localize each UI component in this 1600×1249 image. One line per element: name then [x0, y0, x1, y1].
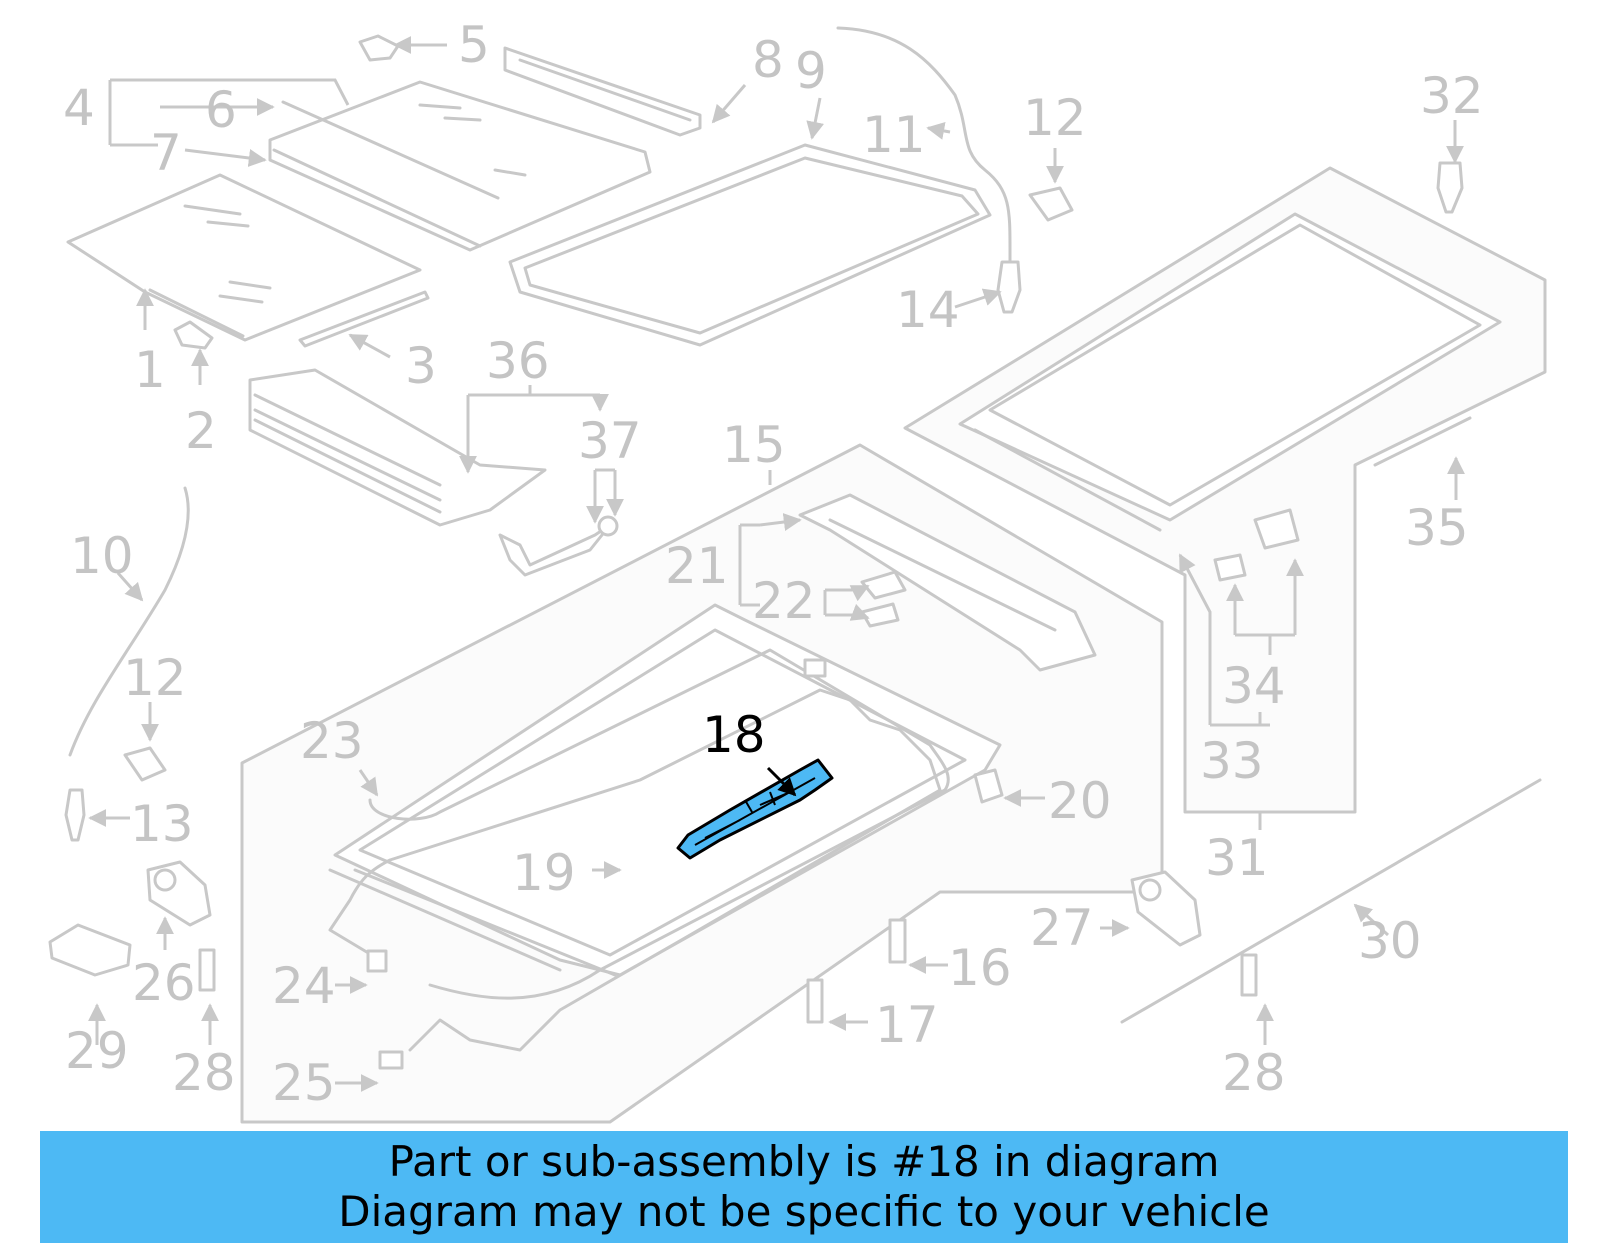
callout-13: 13	[130, 795, 194, 853]
callout-1: 1	[134, 341, 166, 399]
callout-17: 17	[875, 996, 939, 1054]
sunroof-frame	[958, 212, 1502, 532]
callout-30: 30	[1358, 912, 1422, 970]
callout-28b: 28	[1222, 1044, 1286, 1102]
callout-3: 3	[405, 337, 437, 395]
leader-lines	[88, 36, 1465, 1092]
glass-panel	[66, 173, 422, 342]
leader-line-18	[766, 766, 797, 797]
info-banner: Part or sub-assembly is #18 in diagram D…	[40, 1131, 1568, 1243]
callout-36: 36	[486, 332, 550, 390]
callout-12a: 12	[1023, 89, 1087, 147]
callout-35: 35	[1405, 499, 1469, 557]
callout-24: 24	[272, 957, 336, 1015]
callout-22: 22	[752, 572, 816, 630]
callout-12b: 12	[123, 649, 187, 707]
seal-strip	[298, 290, 430, 348]
connector-24	[366, 949, 388, 973]
banner-line-disclaimer: Diagram may not be specific to your vehi…	[338, 1187, 1270, 1236]
wire-harness	[328, 688, 942, 1052]
connector-25	[378, 1050, 404, 1070]
weatherstrip	[508, 143, 992, 347]
callout-14: 14	[896, 281, 960, 339]
connector-upper	[803, 658, 827, 678]
callout-33: 33	[1200, 732, 1264, 790]
motor-26	[146, 860, 212, 927]
control-module	[48, 923, 132, 977]
callout-15: 15	[722, 416, 786, 474]
sunshade	[248, 368, 547, 527]
callout-37: 37	[578, 412, 642, 470]
callout-27: 27	[1030, 899, 1094, 957]
callout-7: 7	[150, 124, 182, 182]
callout-5: 5	[458, 16, 490, 74]
callout-19: 19	[512, 844, 576, 902]
callout-8: 8	[752, 31, 784, 89]
drive-cable	[368, 648, 950, 1000]
trim-strip-30	[1120, 778, 1542, 1024]
callout-11: 11	[862, 106, 926, 164]
front-frame	[798, 493, 1097, 672]
clip-icon-group	[123, 186, 1472, 804]
mechanism-frame	[328, 603, 1002, 977]
motor-27	[1130, 870, 1202, 947]
callout-20: 20	[1048, 772, 1112, 830]
callout-6: 6	[205, 81, 237, 139]
callout-16: 16	[948, 939, 1012, 997]
drain-hose-rear	[68, 486, 190, 757]
callout-23: 23	[300, 712, 364, 770]
callout-25: 25	[272, 1054, 336, 1112]
callout-26: 26	[132, 954, 196, 1012]
shade-link	[498, 515, 619, 577]
rear-glass-panel	[268, 80, 652, 252]
callout-29: 29	[65, 1022, 129, 1080]
drain-hose-front	[836, 26, 1012, 272]
callout-28a: 28	[172, 1044, 236, 1102]
callout-4: 4	[63, 79, 95, 137]
callout-9: 9	[795, 42, 827, 100]
callout-21: 21	[665, 537, 729, 595]
callout-labels: 1 2 3 4 5 6 7 8 9 10 11 12 12 13 14 15 1…	[63, 16, 1484, 1112]
callout-10: 10	[70, 527, 134, 585]
banner-line-part: Part or sub-assembly is #18 in diagram	[388, 1137, 1220, 1186]
callout-31: 31	[1205, 829, 1269, 887]
wind-deflector	[503, 46, 702, 137]
callout-18: 18	[702, 706, 766, 764]
callout-2: 2	[185, 402, 217, 460]
callout-32: 32	[1420, 67, 1484, 125]
callout-34: 34	[1222, 657, 1286, 715]
